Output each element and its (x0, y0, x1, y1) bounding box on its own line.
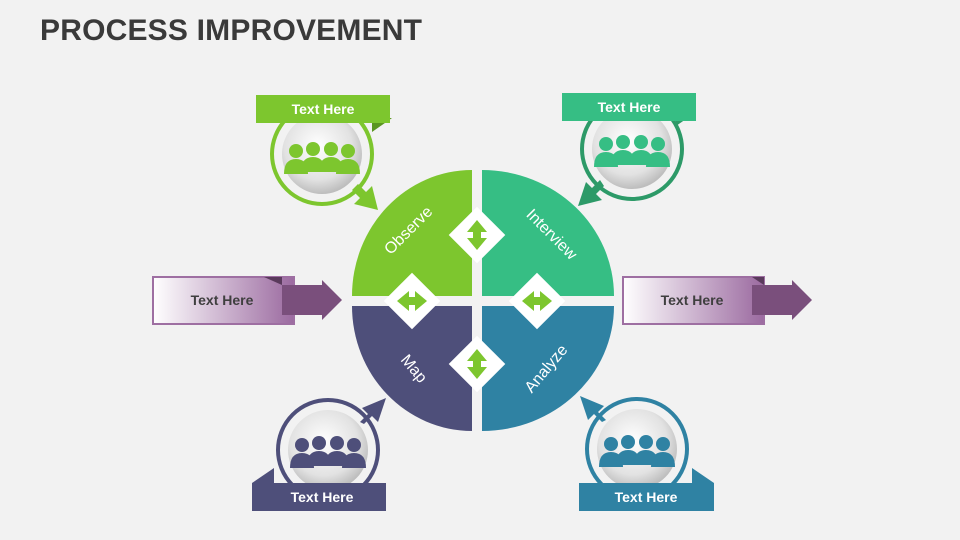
quadrant-interview: Interview (482, 170, 614, 296)
side-box-right-label: Text Here (661, 292, 724, 308)
quadrant-map: Map (352, 306, 472, 431)
arrow-right-icon (282, 280, 342, 320)
quadrant-observe: Observe (352, 170, 472, 296)
callout-top-left: Text Here (256, 95, 392, 210)
callout-top-left-label: Text Here (292, 101, 355, 117)
slide-title: PROCESS IMPROVEMENT (40, 14, 423, 47)
callout-bottom-right: Text Here (579, 396, 714, 511)
side-box-left-label: Text Here (191, 292, 254, 308)
quadrant-analyze: Analyze (482, 306, 614, 431)
callout-bottom-left: Text Here (252, 398, 386, 511)
callout-bottom-right-label: Text Here (615, 489, 678, 505)
callout-top-right: Text Here (562, 93, 696, 206)
callout-bottom-left-label: Text Here (291, 489, 354, 505)
side-box-left: Text Here (152, 276, 342, 325)
callout-top-right-label: Text Here (598, 99, 661, 115)
side-box-right: Text Here (622, 276, 812, 325)
arrow-right-icon (752, 280, 812, 320)
